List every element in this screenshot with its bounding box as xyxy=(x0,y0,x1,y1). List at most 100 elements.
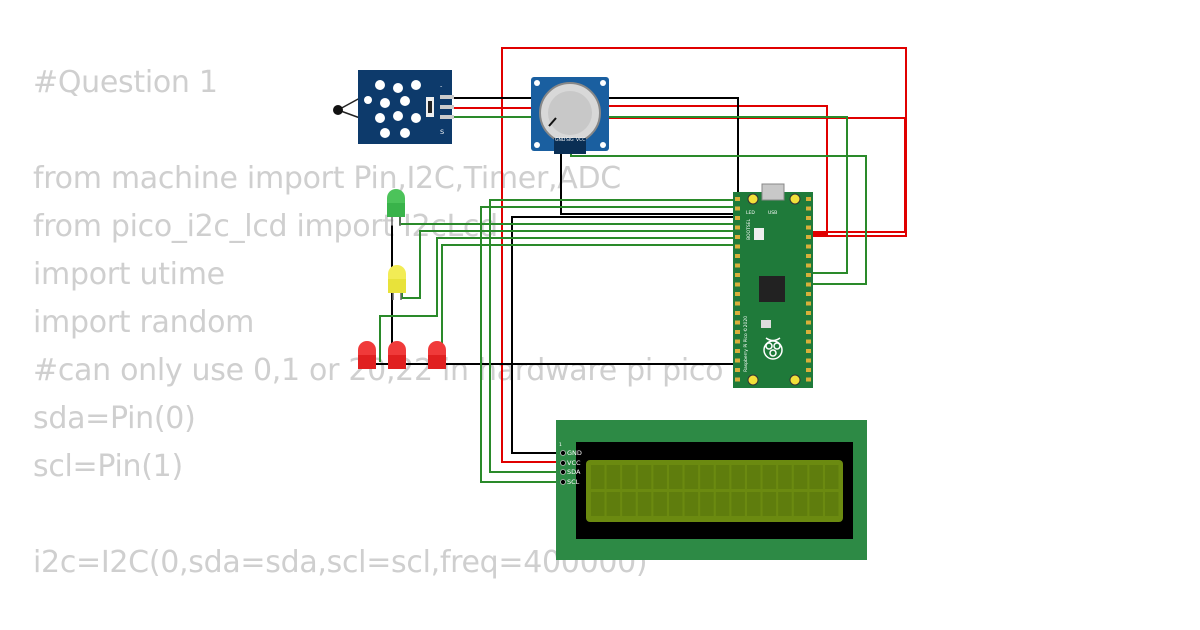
lcd-char-cell xyxy=(778,465,792,489)
lcd-char-cell xyxy=(637,465,652,489)
lcd-char-cell xyxy=(809,492,823,516)
lcd-char-cell xyxy=(715,465,730,489)
wire-green-led-red2[interactable] xyxy=(441,244,738,362)
pico-pin-pad xyxy=(735,377,740,382)
wire-green-led-green[interactable] xyxy=(399,214,738,225)
lcd-char-cell xyxy=(762,465,777,489)
code-line: from pico_i2c_lcd import I2cLcd xyxy=(33,209,498,244)
lcd-pin-1-marker: 1 xyxy=(559,442,562,448)
led-red-2[interactable] xyxy=(388,341,406,369)
pico-pin-pad xyxy=(806,320,811,325)
pico-pin-pad xyxy=(806,235,811,239)
pico-pin-pad xyxy=(735,197,740,201)
potentiometer-module[interactable]: GND SIG VCC xyxy=(531,77,609,154)
sensor-s-label: S xyxy=(440,128,444,136)
wire-green-sensor-sig[interactable] xyxy=(452,116,848,274)
pico-pin-pad xyxy=(806,311,811,315)
lcd-char-cell xyxy=(700,492,714,516)
pico-pin-pad xyxy=(806,225,811,230)
pico-pin-pad xyxy=(806,244,811,249)
lcd-pin-scl: SCL xyxy=(567,478,580,486)
wire-green-led-red1[interactable] xyxy=(379,237,738,362)
pico-pin-pad xyxy=(806,254,811,258)
pot-pin-sig: SIG xyxy=(566,137,574,143)
lcd-pin-sda: SDA xyxy=(567,468,581,476)
lcd-char-cell xyxy=(684,492,699,516)
usb-connector xyxy=(761,183,785,201)
pico-pin-pad xyxy=(735,254,740,258)
pico-pin-pad xyxy=(735,263,740,268)
pico-pin-pad xyxy=(735,301,740,306)
bootsel-label: BOOTSEL xyxy=(746,218,752,240)
pico-pin-pad xyxy=(806,349,811,353)
lcd-char-cell xyxy=(715,492,730,516)
pico-board-label: Raspberry Pi Pico ©2020 xyxy=(742,316,749,372)
pico-pin-pad xyxy=(735,311,740,315)
lcd-char-cell xyxy=(747,492,761,516)
pico-pin-pad xyxy=(806,206,811,211)
temperature-sensor-module[interactable]: - S xyxy=(333,70,454,144)
lcd-display[interactable]: 1 GND VCC SDA SCL xyxy=(556,420,867,560)
pico-pin-pad xyxy=(806,377,811,382)
pico-pin-pad xyxy=(806,301,811,306)
thermistor-bead xyxy=(333,105,343,115)
pico-pin-pad xyxy=(735,225,740,230)
usb-label: USB xyxy=(768,210,777,216)
lcd-char-cell xyxy=(591,492,605,516)
code-line: #Question 1 xyxy=(33,65,218,100)
wire-black-lcd-gnd[interactable] xyxy=(511,216,738,454)
lcd-char-cell xyxy=(622,492,636,516)
lcd-char-cell xyxy=(669,465,683,489)
lcd-pin-gnd: GND xyxy=(567,449,582,457)
led-red-3[interactable] xyxy=(428,341,446,369)
bootsel-button[interactable] xyxy=(754,228,764,240)
code-line: i2c=I2C(0,sda=sda,scl=scl,freq=400000) xyxy=(33,545,648,580)
led-label: LED xyxy=(746,210,755,216)
wire-black-pot-gnd[interactable] xyxy=(560,150,738,215)
wire-green-lcd-scl[interactable] xyxy=(480,206,738,483)
lcd-char-cell xyxy=(731,492,745,516)
wire-green-led-yellow[interactable] xyxy=(401,230,738,299)
pico-pin-pad xyxy=(735,349,740,353)
pico-pin-pad xyxy=(735,330,740,334)
lcd-char-cell xyxy=(591,465,605,489)
lcd-char-cell xyxy=(825,465,839,489)
led-green[interactable] xyxy=(387,189,405,226)
pico-pin-pad xyxy=(735,339,740,344)
pico-pin-pad xyxy=(806,339,811,344)
code-line: from machine import Pin,I2C,Timer,ADC xyxy=(33,161,621,196)
pot-pin-gnd: GND xyxy=(555,137,566,143)
lcd-char-cell xyxy=(669,492,683,516)
lcd-char-cell xyxy=(684,465,699,489)
sensor-minus-label: - xyxy=(440,82,443,90)
lcd-char-cell xyxy=(653,492,667,516)
pico-pin-pad xyxy=(735,282,740,287)
lcd-char-cell xyxy=(793,465,808,489)
pico-pin-pad xyxy=(735,368,740,372)
pico-pin-pad xyxy=(806,358,811,363)
lcd-char-cell xyxy=(606,465,621,489)
lcd-pin-vcc: VCC xyxy=(567,459,581,467)
lcd-char-cell xyxy=(653,465,667,489)
pico-pin-pad xyxy=(806,197,811,201)
pico-pin-pad xyxy=(735,244,740,249)
lcd-char-cell xyxy=(731,465,745,489)
pico-pin-pad xyxy=(806,216,811,220)
pico-pin-pad xyxy=(735,358,740,363)
pico-pin-pad xyxy=(806,263,811,268)
pico-pin-pad xyxy=(806,273,811,277)
led-red-1[interactable] xyxy=(358,341,376,369)
lcd-char-cell xyxy=(622,465,636,489)
pico-pin-pad xyxy=(735,292,740,296)
wire-green-lcd-sda[interactable] xyxy=(489,199,738,473)
wire-red-vbus[interactable] xyxy=(501,47,907,463)
led-yellow[interactable] xyxy=(388,265,406,300)
code-line: scl=Pin(1) xyxy=(33,449,183,484)
pico-pin-pad xyxy=(735,273,740,277)
pico-pin-pad xyxy=(806,330,811,334)
raspberry-pi-pico[interactable]: USB LED BOOTSEL Raspberry Pi Pico ©2020 xyxy=(733,183,813,388)
pico-pin-pad xyxy=(806,282,811,287)
pico-pin-pad xyxy=(735,216,740,220)
pico-pin-pad xyxy=(806,292,811,296)
